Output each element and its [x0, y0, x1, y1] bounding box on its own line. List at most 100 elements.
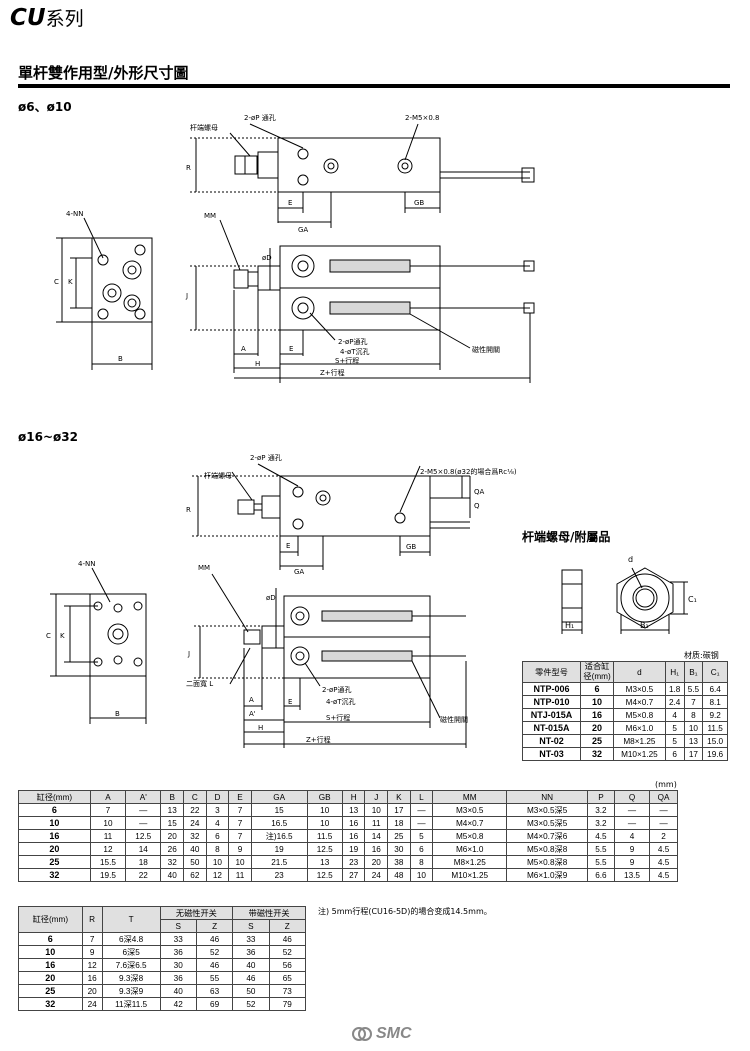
main-table-cell: 17 [387, 803, 411, 817]
main-table-cell: 15 [250, 803, 308, 817]
stroke-table-cell: 46 [268, 932, 307, 946]
small-dim-b: B [118, 355, 123, 363]
main-table-cell: 62 [183, 868, 207, 882]
main-table-cell: 25 [18, 855, 91, 869]
stroke-table-cell: 33 [232, 932, 270, 946]
large-dim-qa: QA [474, 488, 485, 496]
accessory-cell: 20 [580, 721, 615, 735]
main-header-cell: MM [432, 790, 508, 804]
stroke-table-cell: 12 [81, 958, 103, 972]
accessory-cell: M3×0.5 [613, 682, 666, 696]
stroke-table-cell: 30 [159, 958, 197, 972]
main-header-cell: A [89, 790, 127, 804]
main-table-cell: 9 [613, 855, 651, 869]
main-table-cell: 20 [18, 842, 91, 856]
stroke-table-cell: 32 [18, 997, 83, 1011]
main-table-cell: — [613, 803, 651, 817]
stroke-table-cell: 40 [232, 958, 270, 972]
accessory-cell: 2.4 [664, 695, 685, 709]
small-bore-label: ø6、ø10 [18, 100, 72, 114]
stroke-header-cell: T [101, 906, 161, 933]
main-table-cell: 16 [364, 842, 389, 856]
small-dim-c: C [54, 278, 59, 286]
stroke-table-cell: 20 [81, 984, 103, 998]
main-table-cell: 4.5 [649, 842, 678, 856]
main-table-cell: 5 [409, 829, 434, 843]
stroke-header-cell: 缸径(mm) [18, 906, 83, 933]
main-table-cell: 40 [160, 868, 185, 882]
main-header-cell: B [160, 790, 185, 804]
accessory-cell: 1.8 [664, 682, 685, 696]
main-header-cell: GB [306, 790, 343, 804]
main-table-cell: 8 [409, 855, 434, 869]
small-counterbore-label: 4-øT沉孔 [340, 348, 370, 356]
main-table-cell: M3×0.5深5 [506, 803, 588, 817]
large-rod-nut-label: 杆端螺母 [204, 471, 232, 480]
main-table-cell: M5×0.8 [432, 829, 508, 843]
accessory-cell: 10 [580, 695, 615, 709]
main-table-cell: 14 [364, 829, 389, 843]
accessory-cell: M4×0.7 [613, 695, 666, 709]
main-table-cell: 6 [409, 842, 434, 856]
main-table-cell: 32 [160, 855, 185, 869]
accessory-cell: 6 [664, 747, 685, 761]
main-table-cell: 48 [387, 868, 411, 882]
accessory-cell: 13 [683, 734, 704, 748]
main-table-cell: 23 [250, 868, 308, 882]
large-m5-label: 2-M5×0.8(ø32的場合爲Rc⅛) [420, 467, 517, 476]
stroke-table-header-row: 缸径(mm) R T 无磁性开关 带磁性开关 [18, 906, 306, 933]
main-table-cell: 19.5 [89, 868, 127, 882]
accessory-header-cell: B₁ [683, 661, 704, 683]
main-table-cell: 12.5 [306, 868, 343, 882]
rod-nut-shape [234, 155, 258, 175]
main-table-cell: M4×0.7深6 [506, 829, 588, 843]
large-dim-h: H [258, 724, 263, 732]
stroke-table-cell: 46 [195, 958, 234, 972]
main-table-cell: 4.5 [649, 855, 678, 869]
main-table-cell: M3×0.5深5 [506, 816, 588, 830]
main-header-cell: 缸径(mm) [18, 790, 91, 804]
accessory-cell: NT-02 [521, 734, 582, 748]
main-table-unit: (mm) [655, 780, 677, 789]
large-dim-a: A [249, 696, 254, 704]
stroke-table-cell: 25 [18, 984, 83, 998]
stroke-table-cell: 33 [159, 932, 197, 946]
accessory-cell: 25 [580, 734, 615, 748]
large-dim-ga: GA [294, 568, 304, 576]
small-dim-d: øD [262, 254, 272, 262]
stroke-header-cell: R [81, 906, 103, 933]
stroke-table-cell: 9.3深8 [101, 971, 161, 985]
main-table-cell: M6×1.0深9 [506, 868, 588, 882]
main-table-cell: 10 [228, 855, 252, 869]
large-through-hole-label: 2-øP通孔 [322, 685, 351, 694]
main-header-cell: C [183, 790, 207, 804]
main-table-cell: — [125, 803, 162, 817]
main-header-cell: H [341, 790, 366, 804]
main-table-cell: 16.5 [250, 816, 308, 830]
small-four-nn-label: 4-NN [66, 210, 83, 218]
main-table-cell: 6 [205, 829, 230, 843]
main-table-cell: 15.5 [89, 855, 127, 869]
main-table-cell: 13 [341, 803, 366, 817]
main-table-cell: 20 [364, 855, 389, 869]
stroke-table-cell: 7.6深6.5 [101, 958, 161, 972]
main-table-cell: 6 [18, 803, 91, 817]
accessory-cell: 10 [683, 721, 704, 735]
large-dim-a2: A' [249, 710, 256, 718]
main-table-cell: 10 [364, 803, 389, 817]
accessory-cell: NTJ-015A [521, 708, 582, 722]
stroke-table-subheader-row: S Z S Z [19, 919, 307, 933]
small-bore-drawing: 2-øP 通孔 杆端螺母 2-M5×0.8 R E GA GB 4-NN C K… [54, 113, 535, 383]
small-dim-gb: GB [414, 199, 424, 207]
accessory-cell: M5×0.8 [613, 708, 666, 722]
stroke-table-cell: 7 [81, 932, 103, 946]
large-reed-switch-label: 磁性開關 [440, 715, 468, 724]
large-z-stroke-label: Z+行程 [306, 735, 331, 744]
accessory-cell: 5.5 [683, 682, 704, 696]
series-title-latin: CU [10, 5, 46, 31]
accessory-cell: NTP-006 [521, 682, 582, 696]
accessory-cell: 19.6 [702, 747, 728, 761]
